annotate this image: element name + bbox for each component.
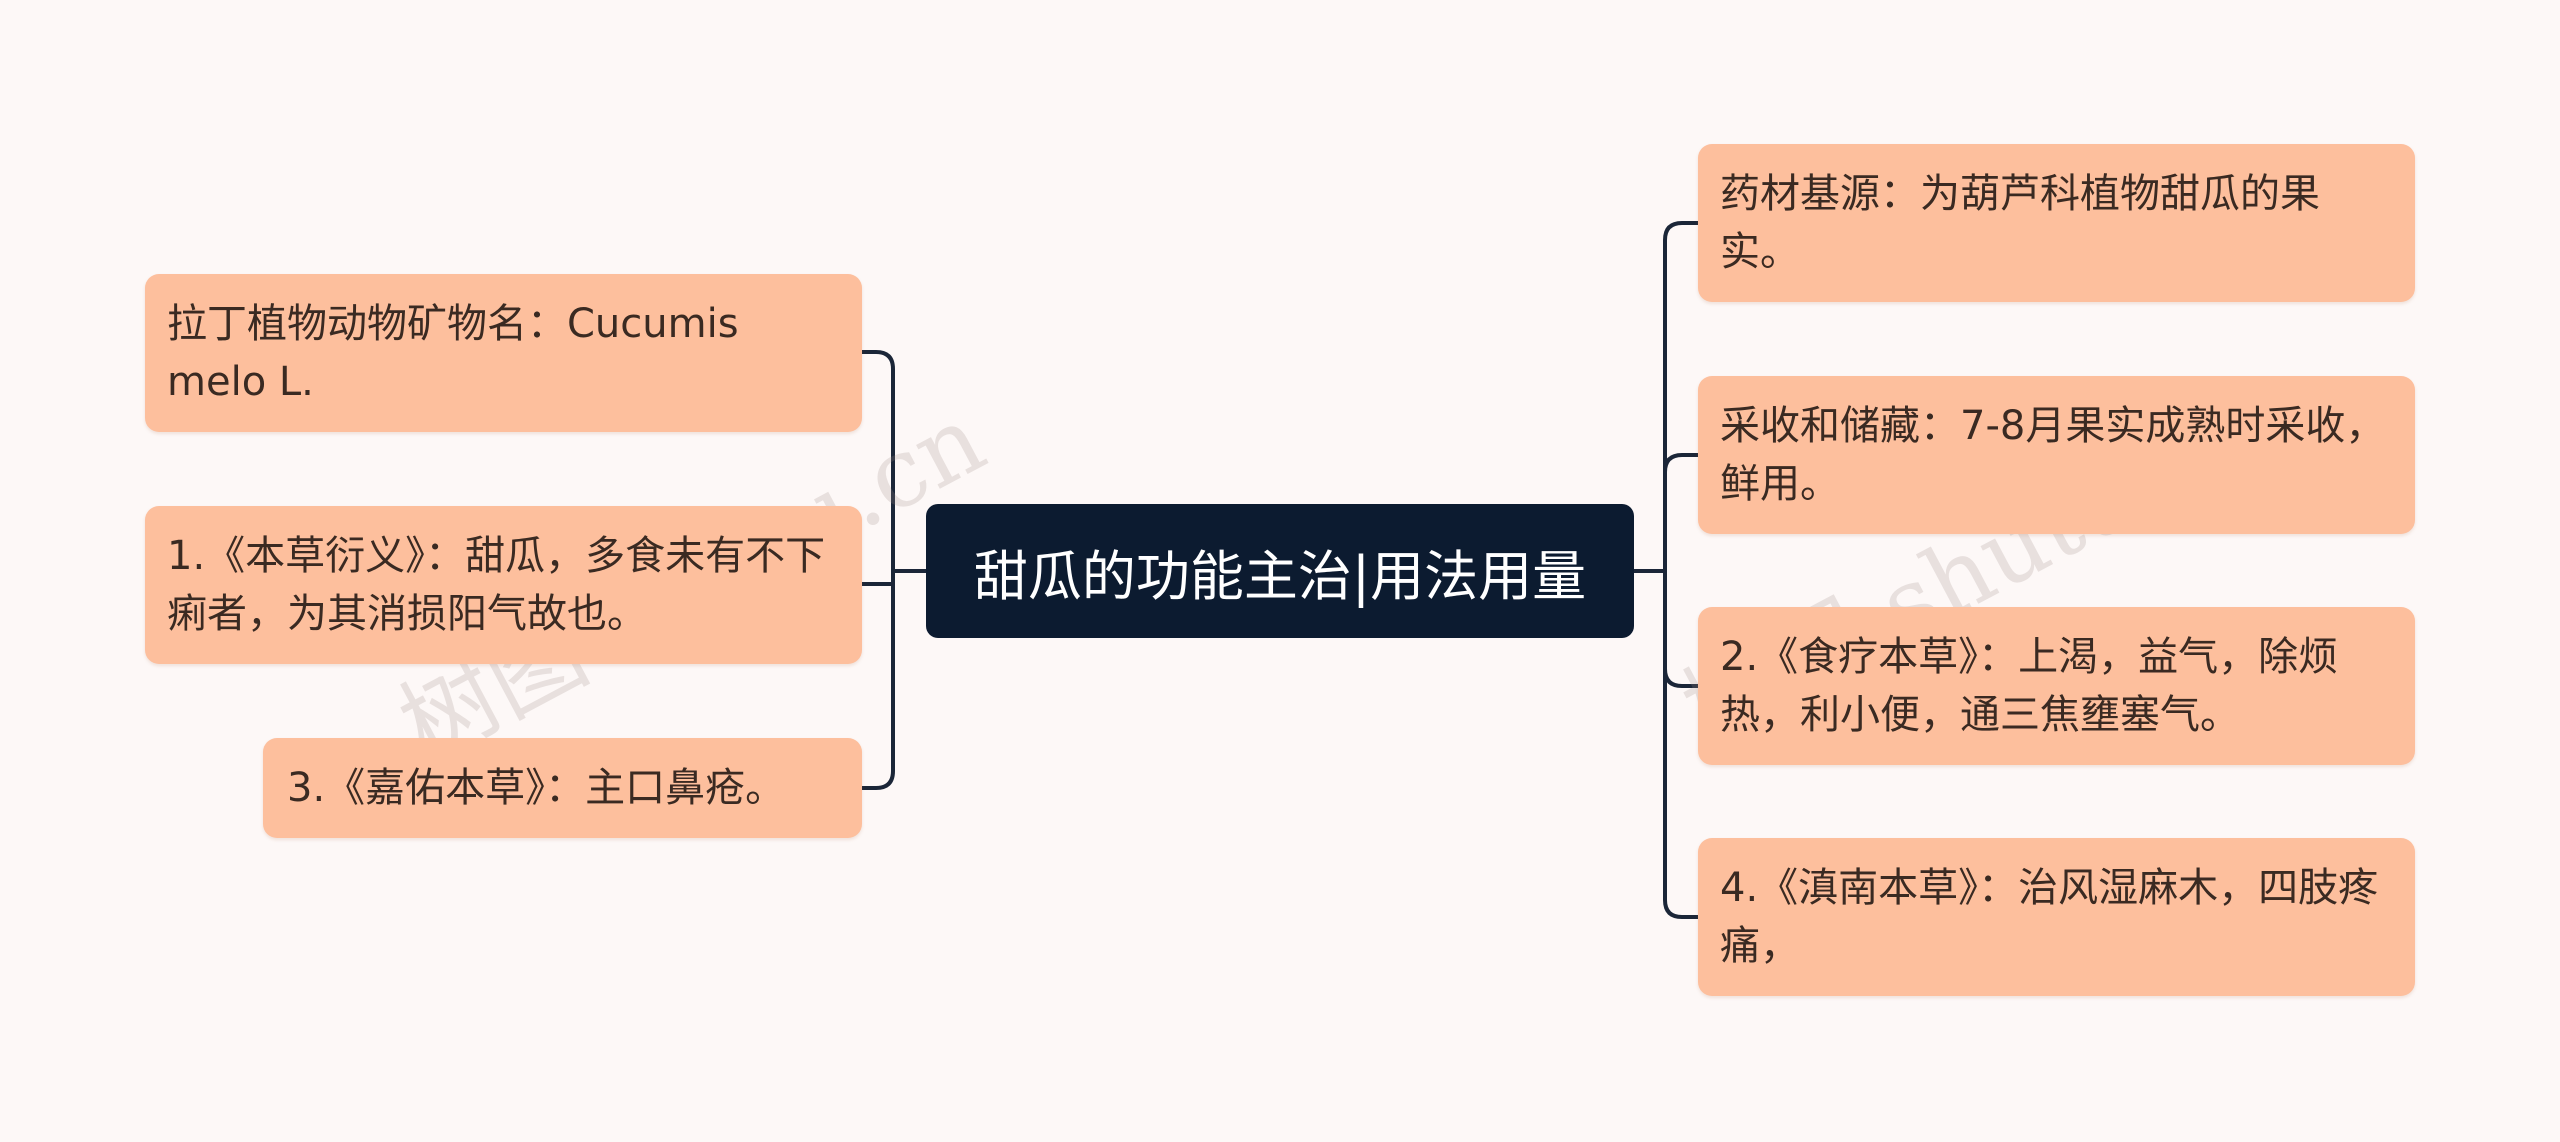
connector-left-3 (860, 569, 895, 790)
left-node-jiayou-bencao[interactable]: 3.《嘉佑本草》：主口鼻疮。 (263, 738, 862, 838)
right-node-shiliao-bencao[interactable]: 2.《食疗本草》：上渴，益气，除烦热，利小便，通三焦壅塞气。 (1698, 607, 2415, 765)
right-node-text: 采收和储藏：7-8月果实成熟时采收，鲜用。 (1720, 403, 2386, 507)
right-node-harvest[interactable]: 采收和储藏：7-8月果实成熟时采收，鲜用。 (1698, 376, 2415, 534)
right-node-text: 4.《滇南本草》：治风湿麻木，四肢疼痛， (1720, 865, 2379, 969)
root-label: 甜瓜的功能主治|用法用量 (973, 544, 1587, 608)
right-node-text: 2.《食疗本草》：上渴，益气，除烦热，利小便，通三焦壅塞气。 (1720, 634, 2339, 738)
right-node-text: 药材基源：为葫芦科植物甜瓜的果实。 (1720, 171, 2320, 275)
root-node[interactable]: 甜瓜的功能主治|用法用量 (926, 504, 1634, 638)
left-node-text: 拉丁植物动物矿物名：Cucumis melo L. (167, 301, 739, 405)
left-node-text: 3.《嘉佑本草》：主口鼻疮。 (287, 765, 786, 811)
connector-left-1 (860, 350, 895, 573)
right-node-source[interactable]: 药材基源：为葫芦科植物甜瓜的果实。 (1698, 144, 2415, 302)
connector-right-2 (1663, 453, 1700, 474)
left-node-text: 1.《本草衍义》：甜瓜，多食未有不下痢者，为其消损阳气故也。 (167, 533, 826, 637)
connector-right-1 (1663, 221, 1700, 919)
right-node-diannan-bencao[interactable]: 4.《滇南本草》：治风湿麻木，四肢疼痛， (1698, 838, 2415, 996)
connector-right-3 (1663, 667, 1700, 688)
left-node-latin-name[interactable]: 拉丁植物动物矿物名：Cucumis melo L. (145, 274, 862, 432)
left-node-bencao-yanyi[interactable]: 1.《本草衍义》：甜瓜，多食未有不下痢者，为其消损阳气故也。 (145, 506, 862, 664)
